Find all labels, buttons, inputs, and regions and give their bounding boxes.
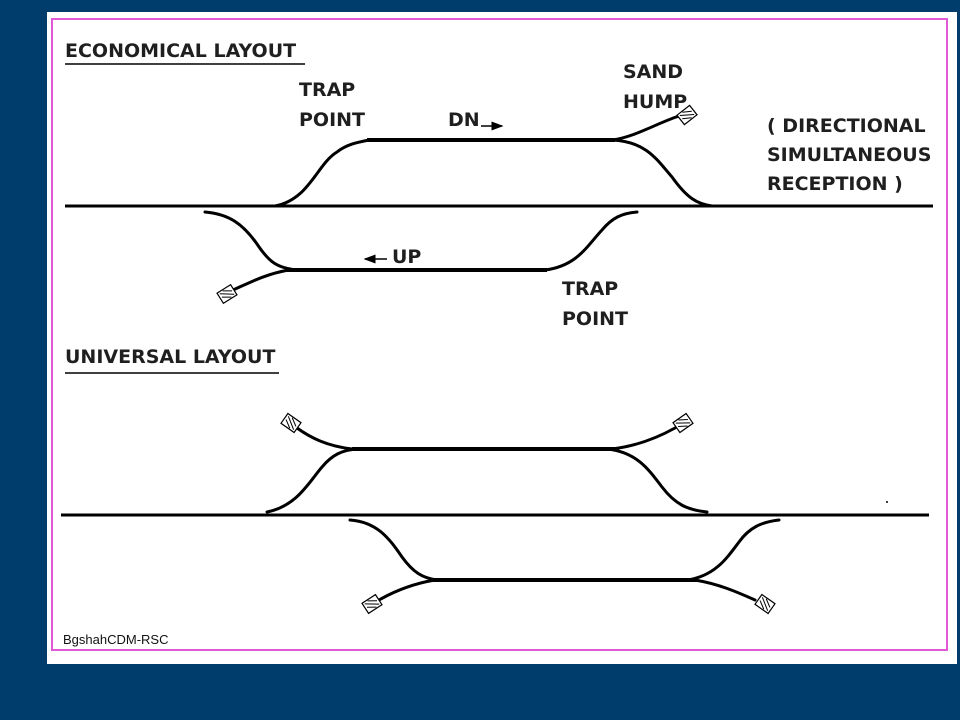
up-entry-curve xyxy=(203,210,299,272)
universal-lower-right-curve xyxy=(685,518,781,582)
trap-point-top-label-line2: POINT xyxy=(299,109,365,131)
dn-sand-hump-curve xyxy=(611,114,681,142)
sand-hump-icon xyxy=(754,593,776,615)
trap-point-bottom-label-line2: POINT xyxy=(562,308,628,330)
directional-note-line2: SIMULTANEOUS xyxy=(767,144,931,166)
dn-trap-point-curve xyxy=(273,138,371,208)
slide-canvas: ECONOMICAL LAYOUT TRAP POINT DN SAND HUM… xyxy=(47,12,957,664)
universal-lower-left-curve xyxy=(348,518,439,582)
universal-upper-right-curve xyxy=(605,447,709,514)
sand-hump-icon xyxy=(216,284,238,304)
sand-hump-icon xyxy=(672,412,694,434)
sand-hump-label-line2: HUMP xyxy=(623,91,687,113)
sand-hump-label-line1: SAND xyxy=(623,61,683,83)
yard-layout-diagram: ECONOMICAL LAYOUT TRAP POINT DN SAND HUM… xyxy=(61,40,933,647)
up-trap-point-curve xyxy=(543,210,639,272)
diagram-frame xyxy=(51,18,948,651)
dn-exit-curve xyxy=(611,138,714,208)
up-sand-hump-curve xyxy=(231,268,291,292)
universal-upper-right-hump-curve xyxy=(610,426,677,451)
author-credit: BgshahCDM-RSC xyxy=(63,632,168,647)
trap-point-bottom-label-line1: TRAP xyxy=(562,278,618,300)
directional-note-line3: RECEPTION ) xyxy=(767,173,903,195)
stray-dot xyxy=(886,501,888,503)
sand-hump-icon xyxy=(361,594,383,614)
universal-upper-left-hump-curve xyxy=(295,426,354,451)
directional-note-line1: ( DIRECTIONAL xyxy=(767,115,926,137)
up-direction-label: UP xyxy=(392,246,421,268)
dn-direction-label: DN xyxy=(448,109,480,131)
economical-layout-heading: ECONOMICAL LAYOUT xyxy=(65,40,296,62)
universal-lower-right-hump-curve xyxy=(693,578,757,602)
trap-point-top-label-line1: TRAP xyxy=(299,79,355,101)
universal-upper-left-curve xyxy=(265,447,359,514)
universal-layout-heading: UNIVERSAL LAYOUT xyxy=(65,346,275,368)
universal-lower-left-hump-curve xyxy=(377,578,437,602)
